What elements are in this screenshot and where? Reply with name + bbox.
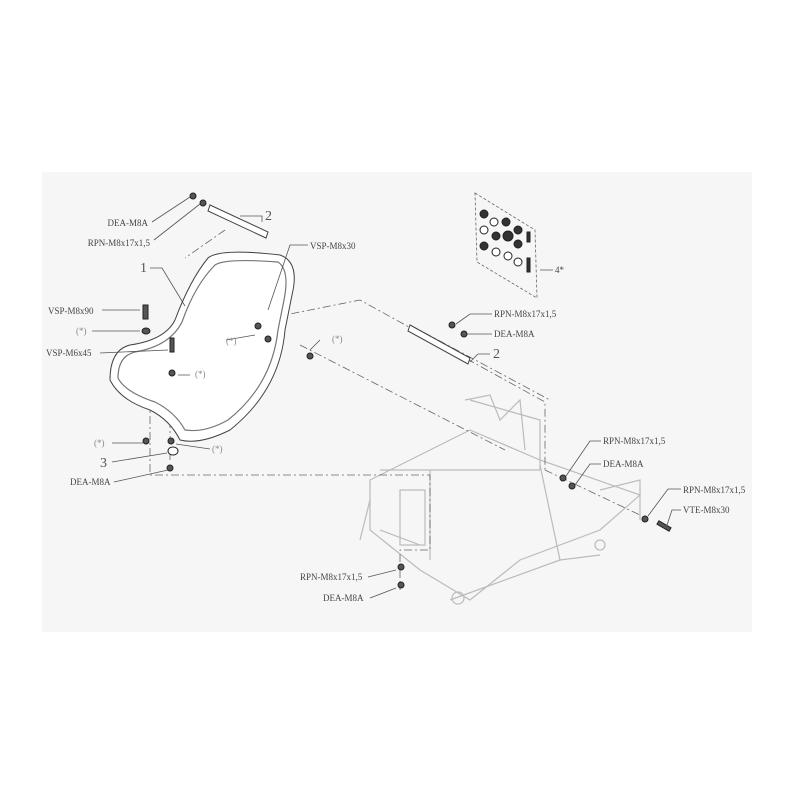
label-vsp-m6x45: VSP-M6x45 (46, 348, 92, 358)
label-vte-m8x30: VTE-M8x30 (683, 505, 730, 515)
label-asterisk-a: (*) (76, 326, 87, 336)
label-part-2-mid: 2 (493, 347, 500, 362)
label-rpn-mid: RPN-M8x17x1,5 (494, 309, 557, 319)
fasteners (141, 192, 672, 589)
label-asterisk-d: (*) (195, 369, 206, 379)
label-dea-m8a-mid: DEA-M8A (494, 329, 535, 339)
label-dea-m8a-right-1: DEA-M8A (603, 459, 644, 469)
label-part-3: 3 (100, 456, 107, 471)
leader-lines (92, 196, 681, 599)
tube-part-2-top (207, 204, 269, 239)
label-dea-m8a-bottom: DEA-M8A (323, 593, 364, 603)
label-vsp-m8x30: VSP-M8x30 (310, 241, 356, 251)
label-rpn-right-1: RPN-M8x17x1,5 (603, 436, 666, 446)
label-rpn-top: RPN-M8x17x1,5 (88, 238, 151, 248)
label-part-2-top: 2 (265, 209, 272, 224)
label-dea-m8a-bottom-left: DEA-M8A (70, 477, 111, 487)
kart-frame (359, 394, 642, 605)
label-asterisk-c: (*) (332, 334, 343, 344)
label-rpn-right-2: RPN-M8x17x1,5 (683, 485, 746, 495)
label-asterisk-f: (*) (212, 444, 223, 454)
part-labels: DEA-M8A RPN-M8x17x1,5 2 1 VSP-M8x30 VSP-… (46, 209, 746, 603)
hardware-kit-part-4 (474, 192, 538, 299)
label-vsp-m8x90: VSP-M8x90 (48, 306, 94, 316)
label-part-4: 4* (555, 265, 565, 275)
seat-part-1 (109, 251, 295, 442)
label-asterisk-b: (*) (226, 336, 237, 346)
label-rpn-bottom: RPN-M8x17x1,5 (300, 572, 363, 582)
label-dea-m8a-top: DEA-M8A (108, 218, 149, 228)
tube-part-2-mid (407, 324, 471, 365)
label-asterisk-e: (*) (94, 438, 105, 448)
label-part-1: 1 (140, 261, 147, 276)
